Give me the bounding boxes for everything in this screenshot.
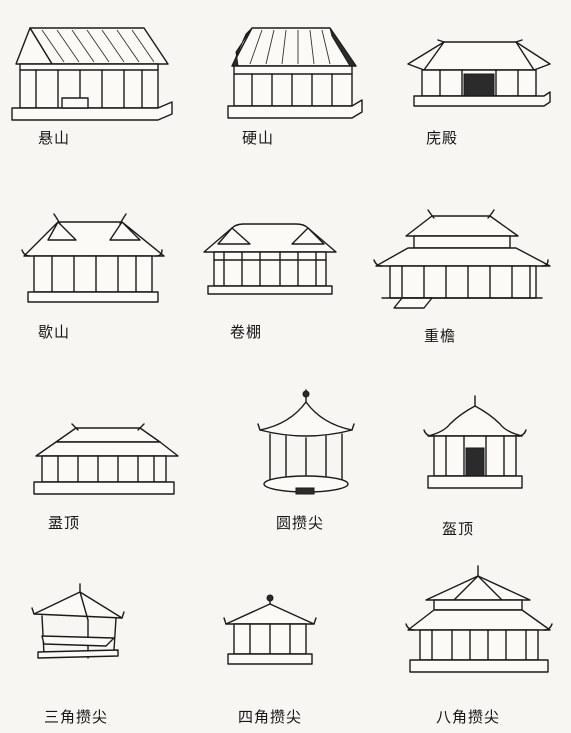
- figure-sijiao: [220, 594, 320, 674]
- figure-xuanshan: [12, 22, 172, 122]
- sijiao-drawing: [220, 594, 320, 674]
- label-bajiao: 八角攒尖: [436, 708, 501, 726]
- xuanshan-drawing: [12, 22, 172, 122]
- juanpeng-drawing: [200, 220, 340, 306]
- luding-drawing: [30, 420, 180, 500]
- label-sijiao: 四角攒尖: [238, 708, 303, 726]
- yingding-drawing: [420, 396, 530, 496]
- figure-sanjiao: [30, 584, 130, 664]
- label-wudian: 庑殿: [426, 129, 459, 147]
- figure-bajiao: [404, 566, 554, 682]
- figure-xieshan: [18, 210, 168, 310]
- yuancuanjian-drawing: [256, 390, 356, 498]
- figure-chongyan: [372, 208, 552, 312]
- figure-yuancuanjian: [256, 390, 356, 498]
- figure-juanpeng: [200, 220, 340, 306]
- label-yuancuanjian: 圆攒尖: [276, 514, 325, 532]
- label-juanpeng: 卷棚: [230, 323, 263, 341]
- figure-wudian: [404, 30, 554, 110]
- label-chongyan: 重檐: [424, 327, 457, 345]
- figure-luding: [30, 420, 180, 500]
- label-xieshan: 歇山: [38, 323, 71, 341]
- figure-yingding: [420, 396, 530, 496]
- chongyan-drawing: [372, 208, 552, 312]
- sanjiao-drawing: [30, 584, 130, 664]
- wudian-drawing: [404, 30, 554, 110]
- label-luding: 盝顶: [48, 514, 81, 532]
- figure-yingshan: [222, 22, 362, 122]
- label-yingshan: 硬山: [242, 129, 275, 147]
- xieshan-drawing: [18, 210, 168, 310]
- bajiao-drawing: [404, 566, 554, 682]
- yingshan-drawing: [222, 22, 362, 122]
- label-sanjiao: 三角攒尖: [44, 708, 109, 726]
- label-xuanshan: 悬山: [38, 129, 71, 147]
- label-yingding: 盔顶: [442, 520, 475, 538]
